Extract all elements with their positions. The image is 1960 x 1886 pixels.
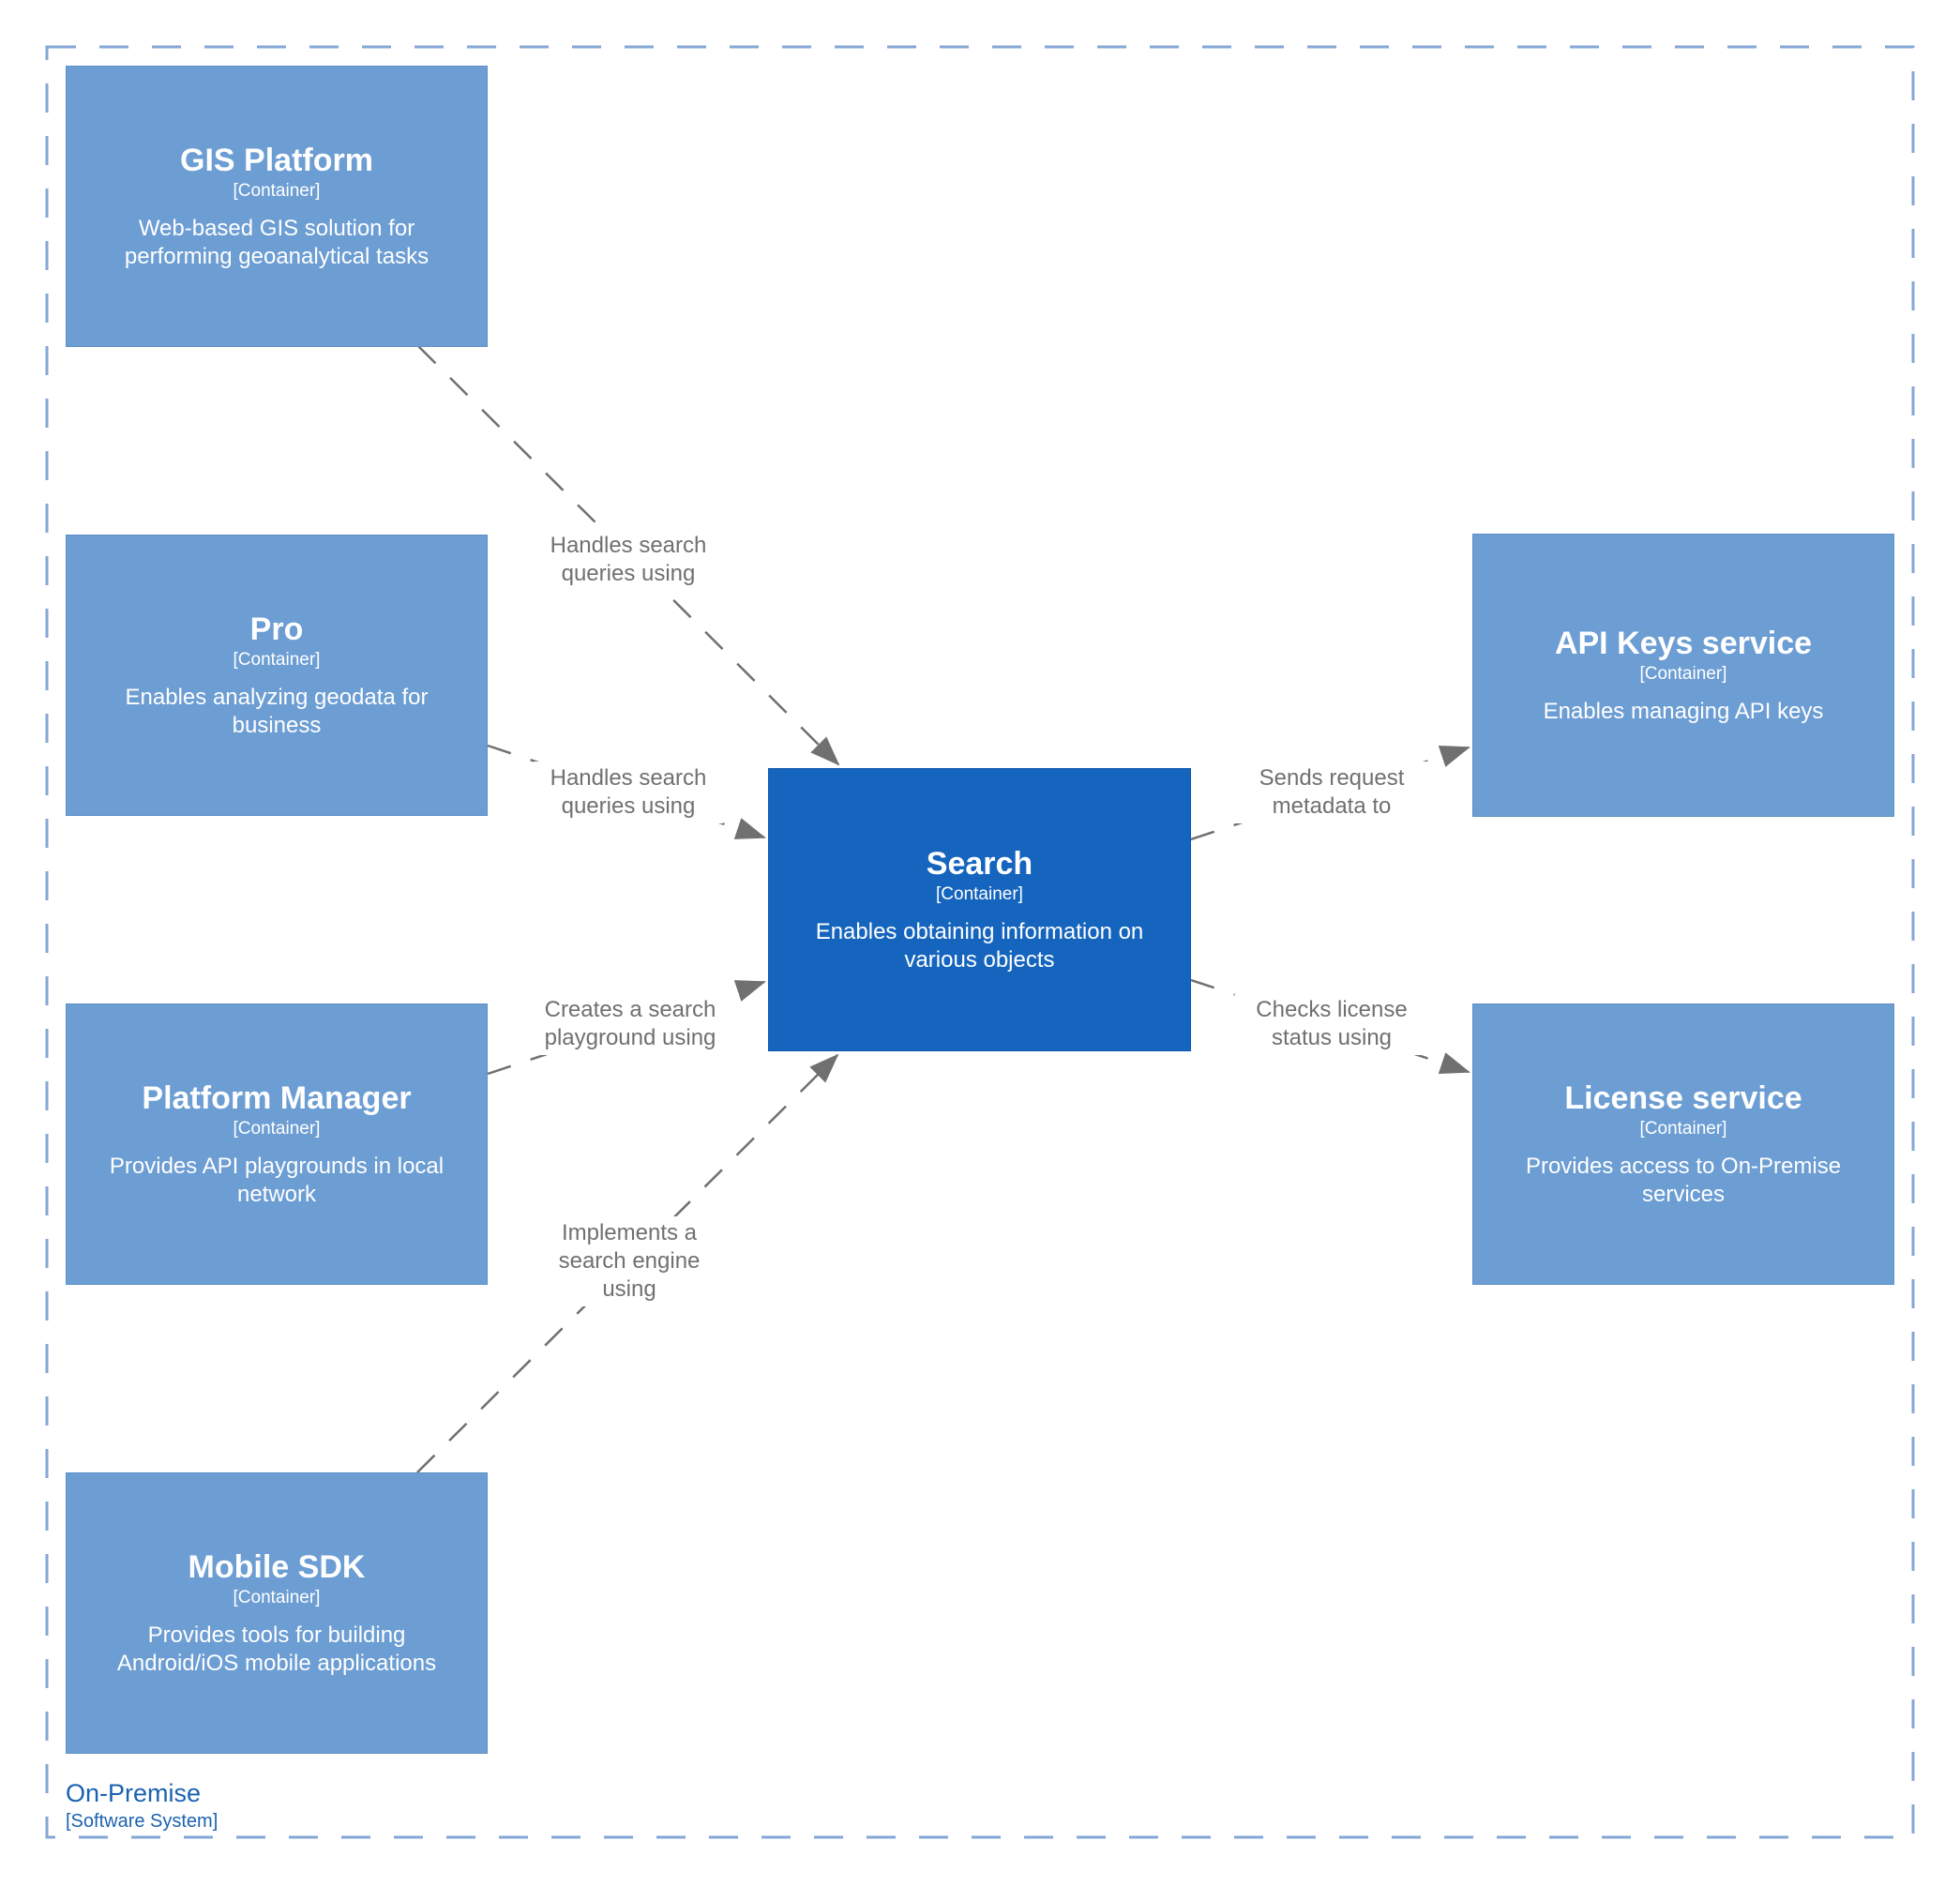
on-premise-boundary [45,45,1915,1839]
node-title: Pro [249,611,304,647]
node-description: Web-based GIS solution for performing ge… [124,216,430,270]
node-title: License service [1564,1079,1802,1116]
node-license-service[interactable]: License service [Container] Provides acc… [1472,1003,1894,1285]
node-title: Search [926,845,1033,882]
boundary-label: On-Premise [Software System] [66,1778,218,1833]
boundary-name: On-Premise [66,1779,202,1807]
edge-gis-platform-to-search [417,345,840,766]
node-platform-manager[interactable]: Platform Manager [Container] Provides AP… [66,1003,488,1285]
boundary-meta: [Software System] [66,1811,219,1833]
node-title: API Keys service [1554,625,1813,661]
edge-label-platform-manager-to-search: Creates a search playground using [521,993,739,1055]
node-mobile-sdk[interactable]: Mobile SDK [Container] Provides tools fo… [66,1472,488,1754]
edge-label-search-to-api-keys: Sends request metadata to [1234,762,1429,823]
node-description: Provides API playgrounds in local networ… [109,1154,445,1208]
node-meta: [Container] [1639,1119,1727,1139]
node-meta: [Container] [233,181,321,202]
node-meta: [Container] [233,1119,321,1139]
edge-label-pro-to-search: Handles search queries using [534,762,723,823]
edge-mobile-sdk-to-search [416,1053,839,1473]
node-api-keys-service[interactable]: API Keys service [Container] Enables man… [1472,534,1894,817]
node-meta: [Container] [233,1588,321,1608]
node-description: Provides access to On-Premise services [1525,1154,1842,1208]
node-description: Enables managing API keys [1543,699,1824,725]
node-gis-platform[interactable]: GIS Platform [Container] Web-based GIS s… [66,66,488,347]
node-meta: [Container] [936,884,1023,905]
node-description: Enables obtaining information on various… [815,919,1144,973]
edge-label-search-to-license: Checks license status using [1234,993,1429,1055]
node-meta: [Container] [1639,664,1727,685]
node-pro[interactable]: Pro [Container] Enables analyzing geodat… [66,535,488,816]
edge-label-mobile-sdk-to-search: Implements a search engine using [546,1216,713,1306]
node-title: GIS Platform [180,142,373,178]
node-description: Enables analyzing geodata for business [125,685,429,739]
node-search[interactable]: Search [Container] Enables obtaining inf… [768,768,1191,1051]
edge-label-gis-to-search: Handles search queries using [534,529,723,591]
node-title: Mobile SDK [188,1548,366,1585]
node-description: Provides tools for building Android/iOS … [116,1622,437,1677]
node-title: Platform Manager [142,1079,412,1116]
node-meta: [Container] [233,650,321,671]
